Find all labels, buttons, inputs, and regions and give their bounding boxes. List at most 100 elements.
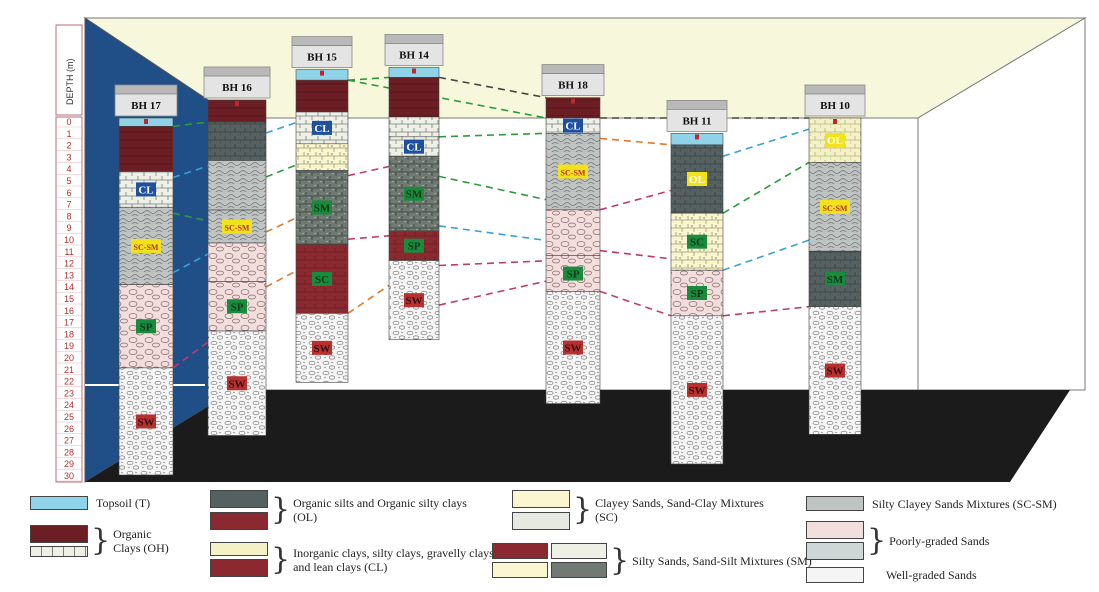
- swatch-scsm: [806, 496, 864, 511]
- swatch-cl: [210, 542, 268, 577]
- depth-tick-3: 3: [66, 152, 71, 162]
- soil-label: SP: [231, 301, 244, 313]
- depth-tick-6: 6: [66, 188, 71, 198]
- borehole-id: BH 15: [307, 52, 337, 64]
- soil-label-box: [136, 414, 156, 429]
- legend-sm: } Silty Sands, Sand-Silt Mixtures (SM): [492, 543, 822, 578]
- depth-axis-title: DEPTH (m): [65, 59, 75, 106]
- soil-layer-sp: [545, 209, 601, 257]
- depth-tick-22: 22: [64, 377, 74, 387]
- correlation-line: [265, 164, 297, 178]
- borehole-id: BH 17: [131, 100, 161, 112]
- legend-ol-label: Organic silts and Organic silty clays (O…: [293, 496, 467, 524]
- correlation-line: [438, 280, 547, 306]
- swatch-sw: [806, 567, 864, 583]
- depth-tick-20: 20: [64, 353, 74, 363]
- depth-tick-16: 16: [64, 306, 74, 316]
- soil-label: SC-SM: [561, 169, 586, 178]
- depth-tick-27: 27: [64, 436, 74, 446]
- soil-label-box: [563, 340, 583, 355]
- borehole-cap: [291, 36, 353, 46]
- legend-scsm: Silty Clayey Sands Mixtures (SC-SM): [806, 496, 1057, 511]
- depth-tick-29: 29: [64, 459, 74, 469]
- soil-label: SP: [691, 288, 704, 300]
- correlation-line: [722, 161, 810, 214]
- soil-label: SW: [405, 295, 422, 307]
- correlation-line: [438, 225, 547, 242]
- depth-tick-28: 28: [64, 447, 74, 457]
- correlation-line: [265, 121, 297, 134]
- swatch-topsoil: [30, 496, 88, 510]
- soil-label: SW: [688, 385, 705, 397]
- legend-organic-clays-label: Organic Clays (OH): [113, 527, 169, 555]
- legend-sw-label: Well-graded Sands: [886, 568, 977, 582]
- soil-label: CL: [138, 184, 153, 196]
- soil-label-box: [825, 133, 845, 148]
- legend-cl-label: Inorganic clays, silty clays, gravelly c…: [293, 545, 494, 574]
- correlation-line: [172, 341, 209, 369]
- soil-label: SC-SM: [134, 243, 159, 252]
- soil-label: SW: [228, 378, 245, 390]
- legend-topsoil: Topsoil (T): [30, 496, 150, 510]
- soil-label-box: [825, 271, 845, 286]
- depth-tick-15: 15: [64, 294, 74, 304]
- topsoil-marker: [144, 119, 148, 124]
- soil-label-box: [131, 238, 161, 253]
- swatch-ol: [210, 490, 268, 530]
- soil-label: SM: [827, 274, 844, 286]
- borehole-cap: [384, 34, 444, 44]
- soil-label-box: [136, 182, 156, 197]
- correlation-line: [347, 235, 390, 240]
- legend-sw: Well-graded Sands: [806, 567, 977, 583]
- borehole-cap: [666, 100, 728, 110]
- soil-label: SC: [315, 274, 329, 286]
- soil-label-box: [312, 120, 332, 135]
- soil-layer-sp: [207, 242, 267, 282]
- correlation-line: [265, 270, 297, 288]
- swatch-sm: [492, 543, 607, 578]
- depth-tick-4: 4: [66, 164, 71, 174]
- legend-cl: } Inorganic clays, silty clays, gravelly…: [210, 542, 503, 577]
- soil-label-box: [312, 340, 332, 355]
- soil-label-box: [404, 139, 424, 154]
- correlation-line: [438, 76, 547, 99]
- correlation-line: [722, 305, 810, 317]
- soil-label: CL: [314, 123, 329, 135]
- depth-tick-14: 14: [64, 282, 74, 292]
- depth-tick-13: 13: [64, 270, 74, 280]
- soil-label: SP: [408, 241, 421, 253]
- borehole-id: BH 16: [222, 82, 252, 94]
- depth-tick-18: 18: [64, 329, 74, 339]
- depth-tick-5: 5: [66, 176, 71, 186]
- soil-label: CL: [406, 142, 421, 154]
- soil-label-box: [820, 199, 850, 214]
- soil-label-box: [227, 299, 247, 314]
- soil-label: OL: [689, 174, 705, 186]
- correlation-line: [599, 290, 672, 317]
- soil-label-box: [563, 266, 583, 281]
- soil-label: CL: [565, 121, 580, 133]
- depth-axis: DEPTH (m) 012345678910111213141516171819…: [55, 24, 83, 483]
- soil-label-box: [404, 293, 424, 308]
- soil-layer-sw: [388, 260, 440, 341]
- depth-tick-23: 23: [64, 388, 74, 398]
- borehole-label-box: [804, 93, 866, 117]
- depth-tick-2: 2: [66, 141, 71, 151]
- soil-label-box: [825, 363, 845, 378]
- correlation-line: [438, 175, 547, 201]
- soil-label: SC-SM: [823, 204, 848, 213]
- soil-label-box: [687, 172, 707, 186]
- legend-sm-label: Silty Sands, Sand-Silt Mixtures (SM): [632, 553, 812, 568]
- borehole-label-box: [114, 93, 178, 117]
- soil-layer-sc: [670, 212, 724, 271]
- soil-label-box: [687, 286, 707, 300]
- depth-tick-10: 10: [64, 235, 74, 245]
- depth-axis-tick-box: [55, 116, 83, 483]
- borehole-cap: [203, 66, 271, 77]
- depth-tick-12: 12: [64, 259, 74, 269]
